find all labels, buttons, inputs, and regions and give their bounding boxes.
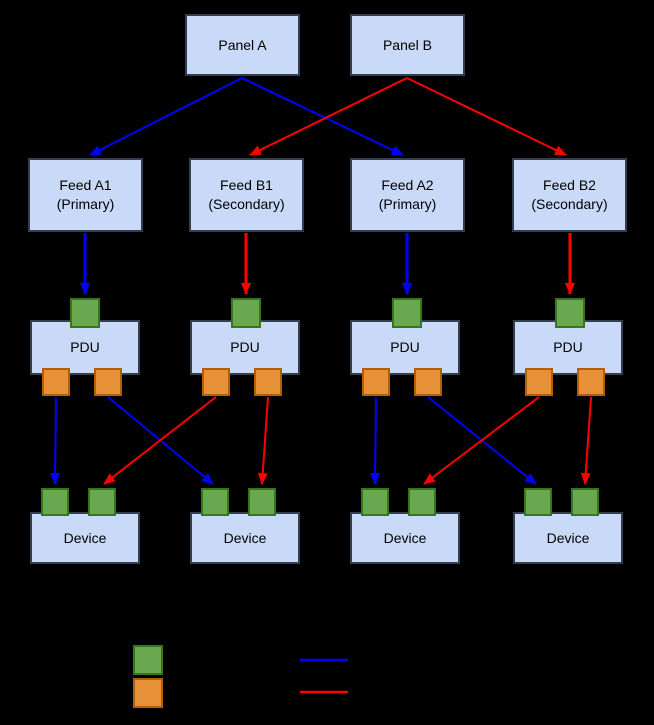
pdu3-output-port-2 [414, 368, 442, 396]
feed-b1-name: Feed B1 [220, 177, 273, 194]
pdu4-input-port [555, 298, 585, 328]
device1-input-port-1 [41, 488, 69, 516]
arrow-pdu3-out1-to-device3 [370, 396, 381, 485]
pdu1-label: PDU [70, 339, 100, 356]
pdu3-input-port [392, 298, 422, 328]
device1-input-port-2 [88, 488, 116, 516]
device4-label: Device [546, 529, 590, 546]
pdu3-output-port-1 [362, 368, 390, 396]
arrow-panel-b-to-feed-b1 [249, 77, 408, 156]
pdu2-output-port-1 [202, 368, 230, 396]
feed-b2-node: Feed B2 (Secondary) [512, 158, 627, 232]
pdu4-node: PDU [513, 320, 623, 375]
pdu4-output-port-1 [525, 368, 553, 396]
legend-input-port-swatch [133, 645, 163, 675]
feed-a1-name: Feed A1 [59, 177, 112, 194]
device2-label: Device [223, 529, 267, 546]
pdu4-label: PDU [553, 339, 583, 356]
feed-a2-name: Feed A2 [381, 177, 434, 194]
pdu2-label: PDU [230, 339, 260, 356]
device3-input-port-2 [408, 488, 436, 516]
device3-label: Device [383, 529, 427, 546]
arrow-pdu2-out1-to-device1 [103, 396, 217, 485]
arrow-pdu1-out1-to-device1 [50, 396, 61, 485]
arrow-panel-a-to-feed-a2 [241, 77, 404, 156]
pdu2-input-port [231, 298, 261, 328]
device3-node: Device [350, 512, 460, 564]
device3-input-port-1 [361, 488, 389, 516]
pdu3-label: PDU [390, 339, 420, 356]
panel-b-label: Panel B [382, 36, 433, 53]
pdu3-node: PDU [350, 320, 460, 375]
device1-label: Device [63, 529, 107, 546]
arrow-pdu4-out2-to-device4 [580, 396, 592, 485]
arrow-panel-a-to-feed-a1 [89, 77, 243, 156]
pdu1-output-port-2 [94, 368, 122, 396]
legend-output-port-swatch [133, 678, 163, 708]
pdu1-input-port [70, 298, 100, 328]
device4-input-port-1 [524, 488, 552, 516]
panel-a-node: Panel A [185, 14, 300, 76]
pdu1-output-port-1 [42, 368, 70, 396]
feed-b1-node: Feed B1 (Secondary) [189, 158, 304, 232]
arrow-panel-b-to-feed-b2 [406, 77, 567, 156]
device4-input-port-2 [571, 488, 599, 516]
feed-b1-qualifier: (Secondary) [208, 196, 285, 212]
feed-a2-qualifier: (Primary) [378, 196, 437, 212]
device2-input-port-2 [248, 488, 276, 516]
device2-node: Device [190, 512, 300, 564]
pdu2-output-port-2 [254, 368, 282, 396]
device1-node: Device [30, 512, 140, 564]
device4-node: Device [513, 512, 623, 564]
arrow-pdu2-out2-to-device2 [257, 396, 269, 485]
panel-b-node: Panel B [350, 14, 465, 76]
arrow-pdu4-out1-to-device3 [423, 396, 540, 485]
pdu2-node: PDU [190, 320, 300, 375]
pdu1-node: PDU [30, 320, 140, 375]
pdu4-output-port-2 [577, 368, 605, 396]
feed-a2-node: Feed A2 (Primary) [350, 158, 465, 232]
feed-a1-node: Feed A1 (Primary) [28, 158, 143, 232]
feed-b2-name: Feed B2 [543, 177, 596, 194]
device2-input-port-1 [201, 488, 229, 516]
feed-b2-qualifier: (Secondary) [531, 196, 608, 212]
feed-a1-qualifier: (Primary) [56, 196, 115, 212]
panel-a-label: Panel A [218, 36, 267, 53]
